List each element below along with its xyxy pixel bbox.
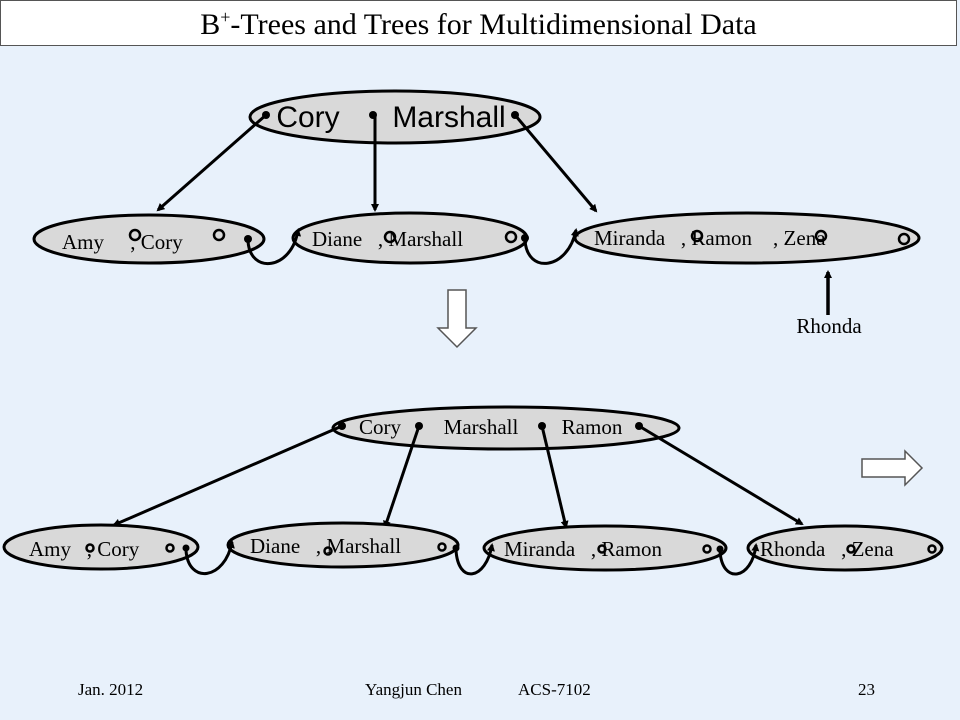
sibling-link (184, 540, 235, 576)
record-pointer (597, 544, 607, 554)
record-pointer (323, 546, 333, 556)
record-pointer (846, 544, 856, 554)
root-node-1 (248, 89, 542, 145)
leaf-text: Amy , Cory (62, 230, 183, 254)
footer-author: Yangjun Chen (365, 680, 462, 699)
record-pointer (927, 544, 937, 554)
root2-key-3: Ramon (562, 415, 623, 439)
next-pointer (452, 544, 460, 552)
leaf1-node-1 (32, 213, 266, 265)
leaf-text: Miranda , Ramon (504, 537, 663, 561)
sibling-link (454, 543, 495, 576)
record-pointer (128, 228, 142, 242)
record-pointer (504, 230, 518, 244)
down-arrow-icon (436, 289, 478, 349)
next-pointer (182, 544, 190, 552)
page-number: 23 (858, 680, 875, 699)
edge-arrow (638, 424, 804, 526)
record-pointer (85, 543, 95, 553)
edge-arrow (383, 425, 421, 529)
slide-title: B+-Trees and Trees for Multidimensional … (200, 7, 757, 41)
leaf-text: Amy , Cory (29, 537, 140, 561)
record-pointer (437, 542, 447, 552)
leaf2-node-1 (2, 523, 200, 571)
title-bar: B+-Trees and Trees for Multidimensional … (0, 0, 957, 46)
sibling-link (246, 228, 302, 266)
footer-course: ACS-7102 (518, 680, 591, 699)
root1-key-2: Marshall (392, 101, 505, 134)
next-pointer (521, 234, 529, 242)
edge-arrow (513, 114, 598, 213)
sibling-link (718, 543, 760, 576)
record-pointer (165, 543, 175, 553)
record-pointer (690, 229, 704, 243)
leaf-text: Rhonda , Zena (760, 537, 894, 561)
sibling-link (523, 228, 579, 265)
record-pointer (814, 229, 828, 243)
next-pointer (244, 235, 252, 243)
root2-key-2: Marshall (444, 415, 519, 439)
leaf-text: Miranda , Ramon , Zena (594, 226, 826, 250)
next-pointer (716, 545, 724, 553)
record-pointer (212, 228, 226, 242)
edge-arrow (156, 113, 267, 212)
record-pointer (383, 230, 397, 244)
edge-arrow (540, 425, 569, 529)
root1-key-1: Cory (276, 101, 339, 134)
record-pointer (897, 232, 911, 246)
root-node-2 (331, 405, 681, 451)
footer-date: Jan. 2012 (78, 680, 144, 699)
leaf-text: Diane , Marshall (312, 227, 463, 251)
edge-arrow (112, 424, 343, 527)
insert-key-label: Rhonda (796, 314, 862, 338)
right-arrow-icon[interactable] (861, 449, 924, 487)
record-pointer (702, 544, 712, 554)
leaf2-node-4 (746, 524, 944, 572)
root2-key-1: Cory (359, 415, 402, 439)
